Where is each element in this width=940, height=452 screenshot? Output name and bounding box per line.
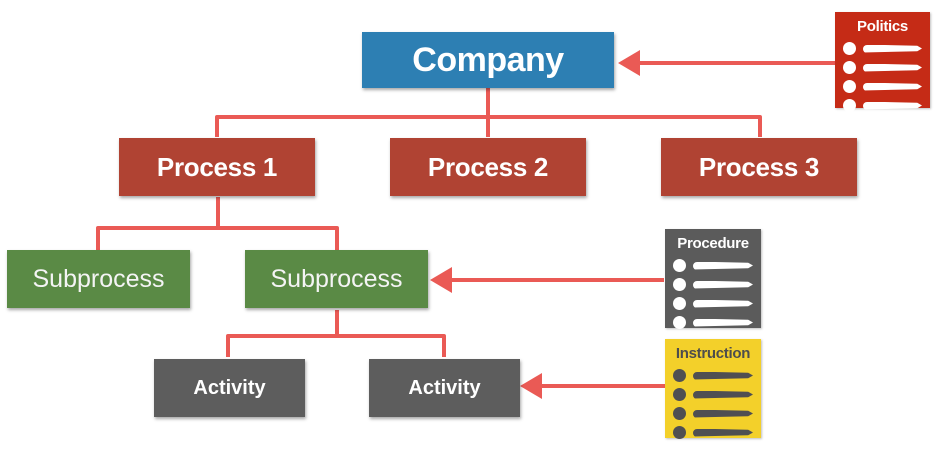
text-line-icon [693,299,753,308]
activity-node-1[interactable]: Activity [154,359,305,417]
activity-node-2[interactable]: Activity [369,359,520,417]
bullet-icon [673,426,686,439]
instruction-title: Instruction [675,345,751,362]
bullet-icon [843,80,856,93]
bullet-icon [843,42,856,55]
instruction-document[interactable]: Instruction [665,339,761,439]
procedure-title: Procedure [677,235,749,252]
process-node-1[interactable]: Process 1 [119,138,315,196]
list-line [673,275,753,294]
text-line-icon [863,63,922,72]
text-line-icon [693,371,753,380]
connector-process1-subprocesses [96,197,339,250]
bullet-icon [673,369,686,382]
text-line-icon [693,428,753,437]
subprocess-node-1[interactable]: Subprocess [7,250,190,308]
list-line [673,423,753,442]
list-line [673,294,753,313]
text-line-icon [863,44,922,53]
bullet-icon [843,99,856,112]
text-line-icon [863,82,922,91]
connector-company-processes [215,88,762,137]
text-line-icon [693,409,753,418]
list-line [843,58,922,77]
bullet-icon [843,61,856,74]
procedure-document[interactable]: Procedure [665,229,761,329]
list-line [673,313,753,332]
arrowhead-subprocess [430,267,452,293]
list-line [843,96,922,115]
bullet-icon [673,316,686,329]
text-line-icon [693,390,753,399]
text-line-icon [863,101,922,110]
arrowhead-company [618,50,640,76]
text-line-icon [693,280,753,289]
list-line [673,385,753,404]
list-line [673,404,753,423]
politics-document[interactable]: Politics [835,12,930,112]
list-line [673,366,753,385]
bullet-icon [673,278,686,291]
connector-subprocess-activities [226,310,446,357]
process-node-2[interactable]: Process 2 [390,138,586,196]
arrowhead-activity [520,373,542,399]
process-node-3[interactable]: Process 3 [661,138,857,196]
bullet-icon [673,259,686,272]
list-line [673,256,753,275]
list-line [843,39,922,58]
subprocess-node-2[interactable]: Subprocess [245,250,428,308]
politics-title: Politics [857,18,908,35]
list-line [843,77,922,96]
bullet-icon [673,388,686,401]
bullet-icon [673,297,686,310]
text-line-icon [693,318,753,327]
text-line-icon [693,261,753,270]
company-node[interactable]: Company [362,32,614,88]
bullet-icon [673,407,686,420]
